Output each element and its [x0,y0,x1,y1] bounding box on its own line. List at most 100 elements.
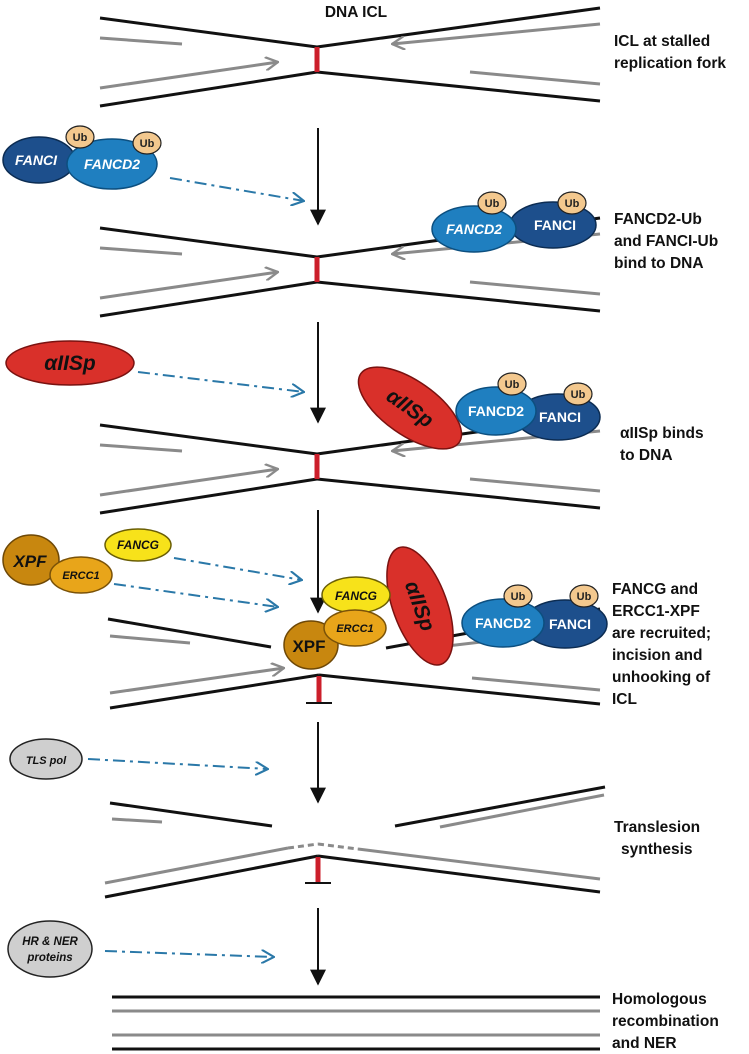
nascent-strand [471,676,601,692]
parental-strand [99,16,318,49]
fancd2-protein [461,598,545,648]
fancg-bound: FANCG [321,576,391,614]
tls-synthesized-strand [357,847,601,881]
fanci-label: FANCI [549,616,591,632]
parental-strand [316,280,601,313]
fanci-fancd2-bound: FANCI FANCD2 Ub Ub [431,191,597,253]
nascent-strand [109,634,191,645]
fancg-label: FANCG [117,538,159,552]
ubiquitin [497,372,527,396]
hr-ner-free: HR & NER proteins [7,920,93,978]
fanci-label: FANCI [15,152,58,168]
tls-pol-label: TLS pol [26,755,67,767]
aiisp-bound: αIISp [386,546,454,666]
nascent-strand [99,443,183,453]
ercc1-label: ERCC1 [336,623,373,635]
step-5-fork [104,785,606,899]
parental-strand [99,423,318,456]
parental-strand [99,477,318,515]
ubiquitin [132,131,162,155]
step-1-fork [99,6,601,108]
recruitment-arrow [137,371,304,392]
recruitment-arrow [113,583,278,607]
hr-ner-label-line1: HR & NER [22,936,78,948]
xpf-label: XPF [292,637,325,656]
nascent-strand [469,280,601,296]
aiisp-protein [386,546,454,666]
ub-label: Ub [565,198,580,210]
parental-strand [109,673,320,710]
recruitment-arrow [87,758,268,769]
parental-strand [317,854,601,894]
ub-label: Ub [571,389,586,401]
parental-strand [316,6,601,49]
step-2-label: FANCD2-Ub and FANCI-Ub bind to DNA [614,211,723,272]
ub-label: Ub [511,591,526,603]
nascent-strand [439,793,605,829]
xpf-ercc1-free: XPF ERCC1 [2,534,113,594]
fancg-label: FANCG [335,589,377,603]
aiisp-label: αIISp [44,352,96,375]
nascent-strand [111,817,163,824]
fancd2-protein [431,205,517,253]
recruitment-arrow [173,557,302,580]
nascent-strand-arrow [99,62,278,90]
fancd2-label: FANCD2 [475,615,531,631]
ubiquitin [569,584,599,608]
step-6-label: Homologous recombination and NER [612,991,723,1052]
parental-strand [99,226,318,259]
ub-label: Ub [577,591,592,603]
aiisp-free: αIISp [5,340,135,386]
ubiquitin [557,191,587,215]
aiisp-protein [5,340,135,386]
tls-pol-protein [9,738,83,780]
parental-strand [104,854,319,899]
hr-ner-label-line2: proteins [26,952,72,964]
step-1-label: ICL at stalled replication fork [614,33,726,72]
recruitment-arrow [169,177,304,201]
ub-label: Ub [485,198,500,210]
nascent-strand-arrow [109,668,284,695]
fanci-fancd2-bound: FANCI FANCD2 Ub Ub [455,372,601,441]
parental-strand [109,801,273,828]
ercc1-label: ERCC1 [62,570,99,582]
ercc1-protein [49,556,113,594]
ubiquitin [563,382,593,406]
aiisp-protein [357,366,463,450]
fanci-label: FANCI [539,409,581,425]
fancd2-label: FANCD2 [446,221,502,237]
step-4-label: FANCG and ERCC1-XPF are recruited; incis… [612,581,715,708]
nascent-strand-arrow [99,469,278,497]
tls-synthesized-strand [104,846,289,885]
fancg-protein [104,528,172,562]
parental-strand [316,477,601,510]
fanci-fancd2-bound: FANCI FANCD2 Ub Ub [461,584,608,649]
step-5-label: Translesion synthesis [614,819,704,858]
ercc1-protein [323,609,387,647]
parental-strand [99,70,318,108]
xpf-label: XPF [12,552,47,571]
recruitment-arrow [104,951,274,957]
diagram-title: DNA ICL [325,4,387,21]
fancg-free: FANCG [104,528,172,562]
nascent-strand [99,36,183,46]
fanci-label: FANCI [534,217,576,233]
tls-pol-free: TLS pol [9,738,83,780]
parental-strand [318,673,601,706]
nascent-strand-arrow [99,272,278,300]
xpf-ercc1-bound: XPF ERCC1 [283,609,387,670]
parental-strand-incised [107,617,272,649]
nascent-strand [469,70,601,86]
tls-gap-fill [287,842,319,850]
xpf-protein [2,534,60,586]
step-6-repaired-dna [112,995,600,1051]
ubiquitin [477,191,507,215]
ubiquitin [503,584,533,608]
fancd2-protein [455,386,537,436]
fancd2-label: FANCD2 [468,403,524,419]
aiisp-bound: αIISp [357,366,463,450]
fanci-fancd2-complex-free: FANCI FANCD2 Ub Ub [2,125,162,190]
nascent-strand-arrow [392,22,601,44]
ub-label: Ub [73,132,88,144]
